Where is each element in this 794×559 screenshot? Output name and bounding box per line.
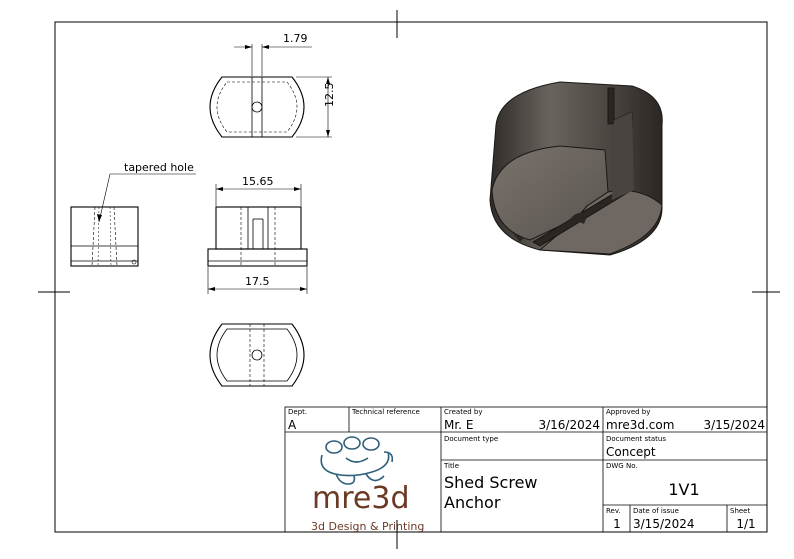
rev-label: Rev.	[606, 507, 621, 515]
dept-label: Dept.	[288, 408, 307, 416]
approved-date: 3/15/2024	[703, 418, 765, 432]
front-view	[207, 184, 308, 294]
rev-value: 1	[613, 517, 621, 531]
brain-logo-icon	[320, 436, 394, 485]
dim-outer-width: 17.5	[245, 275, 270, 288]
drawing-border	[54, 21, 768, 533]
top-view	[209, 44, 332, 138]
dim-slot-width: 1.79	[283, 32, 308, 45]
title-line-1: Shed Screw	[444, 473, 538, 492]
doc-type-label: Document type	[444, 435, 498, 443]
side-view	[70, 173, 196, 267]
tech-ref-label: Technical reference	[351, 408, 420, 416]
dept-value: A	[288, 418, 297, 432]
date-issue-value: 3/15/2024	[633, 517, 695, 531]
logo-wordmark: mre3d	[312, 481, 410, 516]
centering-marks	[38, 10, 780, 549]
dim-inner-width: 15.65	[242, 175, 274, 188]
bottom-view	[209, 323, 305, 387]
doc-status-value: Concept	[606, 445, 656, 459]
title-line-2: Anchor	[444, 493, 501, 512]
dwg-no-value: 1V1	[668, 480, 699, 499]
dim-height: 12.5	[323, 83, 336, 108]
title-label: Title	[443, 462, 459, 470]
logo-tagline: 3d Design & Printing	[311, 520, 424, 533]
tapered-hole-label: tapered hole	[124, 161, 194, 174]
created-date: 3/16/2024	[538, 418, 600, 432]
doc-status-label: Document status	[606, 435, 666, 443]
sheet-value: 1/1	[736, 517, 755, 531]
title-block	[284, 406, 768, 533]
created-by-label: Created by	[444, 408, 483, 416]
approved-by-value: mre3d.com	[606, 418, 674, 432]
created-by-value: Mr. E	[444, 418, 473, 432]
isometric-view	[489, 81, 663, 256]
date-issue-label: Date of issue	[633, 507, 679, 515]
dwg-no-label: DWG No.	[606, 462, 638, 470]
sheet-label: Sheet	[730, 507, 750, 515]
approved-by-label: Approved by	[606, 408, 650, 416]
